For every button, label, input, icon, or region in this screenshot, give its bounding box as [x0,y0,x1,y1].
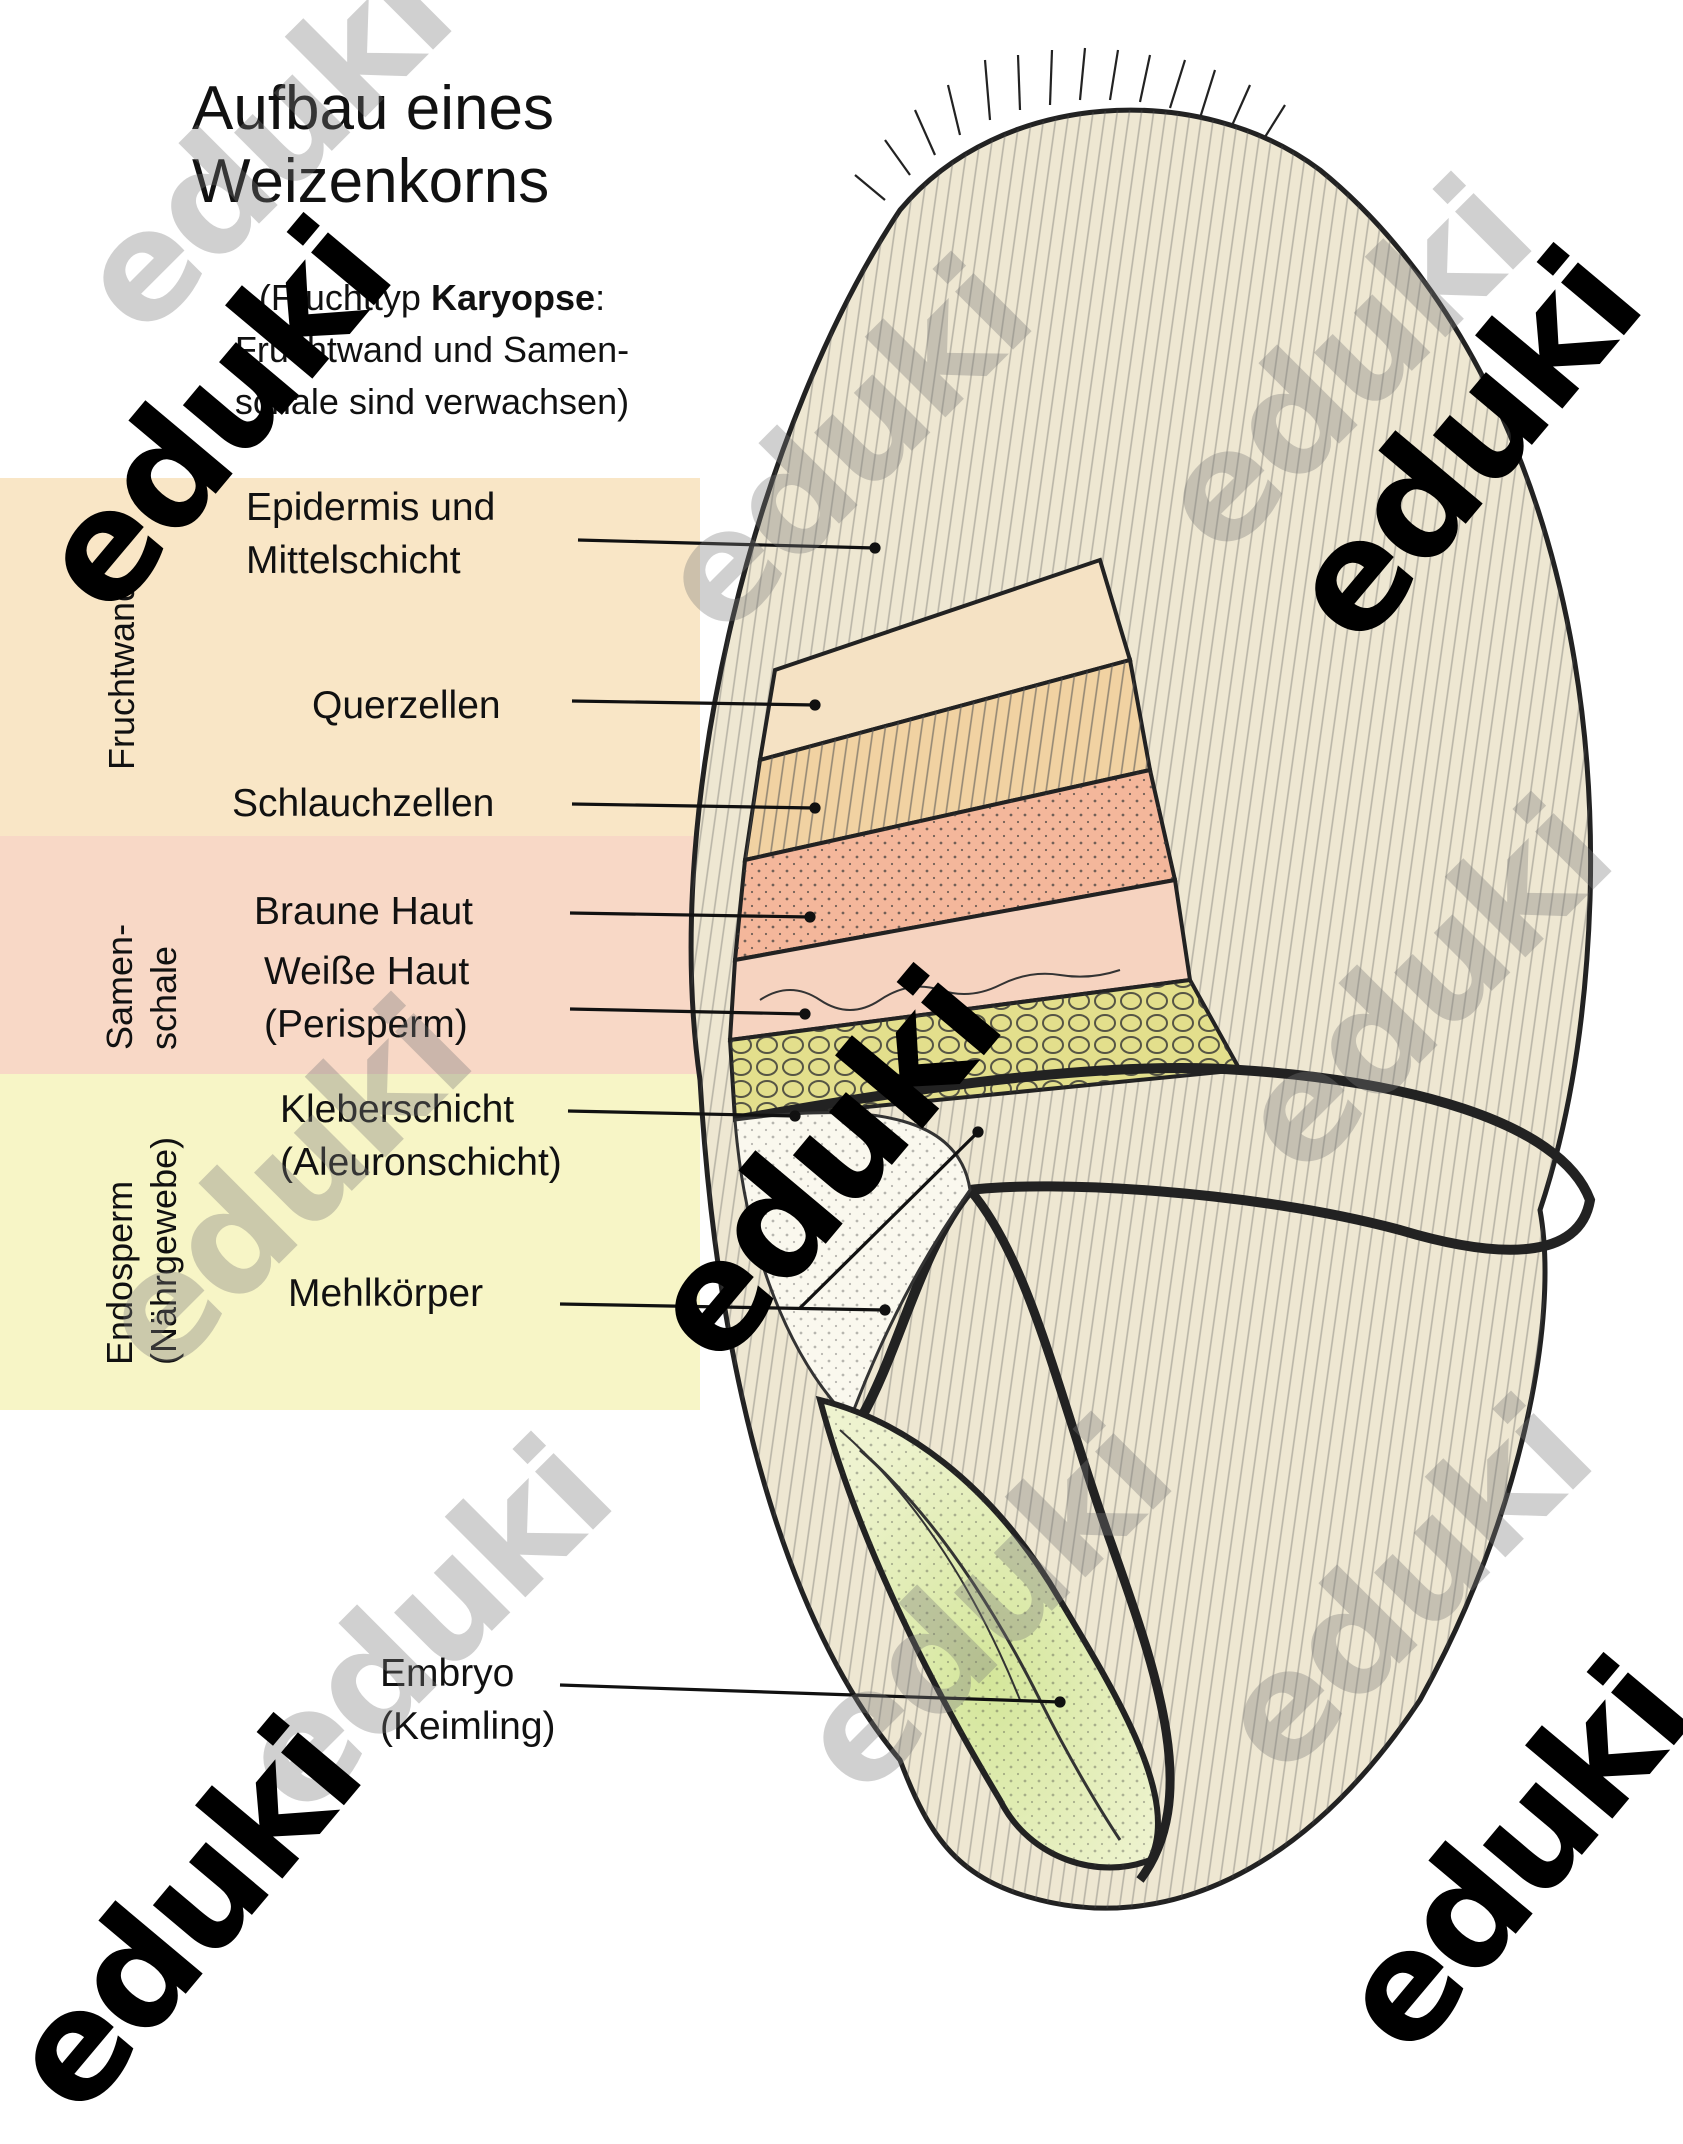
pointer-lines [559,538,1066,1708]
label-schlauchzellen: Schlauchzellen [232,778,494,831]
subtitle-prefix: (Fruchttyp [258,277,421,318]
subtitle-suffix: : [595,277,606,318]
label-querzellen: Querzellen [312,680,501,733]
fruchtwand-band [0,478,700,836]
group-label-endosperm: Endosperm (Nährgewebe) [98,1137,186,1365]
label-embryo-line2: (Keimling) [380,1704,556,1748]
label-epidermis-line1: Epidermis und [246,486,496,529]
title-line-1: Aufbau eines [192,74,554,143]
group-label-fruchtwand: Fruchtwand [100,582,144,770]
group-label-samenschale-line2: schale [142,945,184,1050]
label-epidermis: Epidermis und Mittelschicht [246,482,495,587]
group-label-samenschale-line1: Samen- [99,923,140,1050]
group-label-endosperm-line2: (Nährgewebe) [142,1136,184,1365]
group-label-fruchtwand-text: Fruchtwand [101,581,142,770]
group-label-samenschale: Samen- schale [98,924,186,1050]
label-mehlkoerper-text: Mehlkörper [288,1272,484,1315]
wheat-grain-illustration [559,47,1596,1911]
subtitle-line-2: Fruchtwand und Samen- [234,329,630,371]
label-epidermis-line2: Mittelschicht [246,538,461,582]
label-embryo: Embryo (Keimling) [380,1648,556,1753]
label-braune-haut-text: Braune Haut [254,890,473,933]
subtitle: (Fruchttyp Karyopse: Fruchtwand und Same… [172,272,692,429]
label-embryo-line1: Embryo [380,1652,515,1695]
label-weisse-haut: Weiße Haut (Perisperm) [264,946,469,1051]
label-kleberschicht: Kleberschicht (Aleuronschicht) [280,1084,562,1189]
label-querzellen-text: Querzellen [312,684,501,727]
subtitle-term: Karyopse [430,277,596,318]
samenschale-band [0,836,700,1074]
label-weisse-haut-line2: (Perisperm) [264,1002,468,1046]
brush-hairs [854,47,1286,201]
label-schlauchzellen-text: Schlauchzellen [232,782,495,825]
label-braune-haut: Braune Haut [254,886,473,939]
subtitle-line-3: schale sind verwachsen) [234,381,630,423]
endosperm-band [0,1074,700,1410]
label-mehlkoerper: Mehlkörper [288,1268,483,1321]
label-weisse-haut-line1: Weiße Haut [264,950,470,993]
label-kleberschicht-line2: (Aleuronschicht) [280,1140,562,1184]
group-label-endosperm-line1: Endosperm [99,1180,140,1365]
title-line-2: Weizenkorns [192,147,550,217]
label-kleberschicht-line1: Kleberschicht [280,1088,515,1131]
page-title: Aufbau eines Weizenkorns [192,72,554,218]
